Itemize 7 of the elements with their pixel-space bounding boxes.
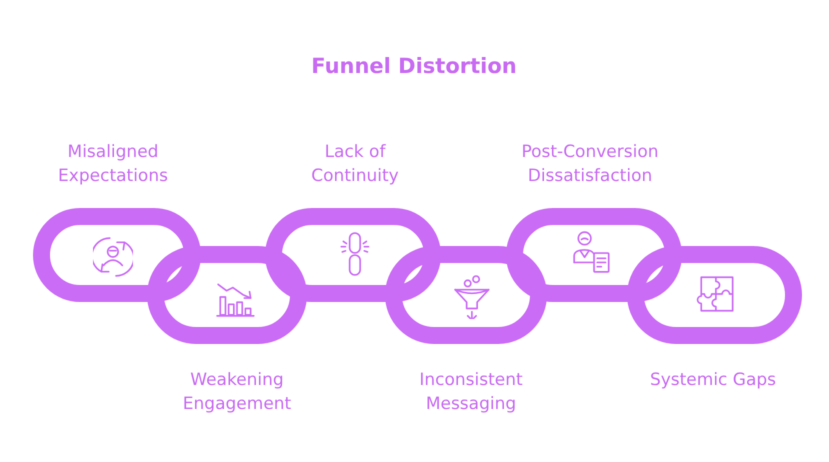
link-label: Misaligned Expectations [58, 142, 168, 186]
diagram-title: Funnel Distortion [311, 53, 517, 79]
link-label: Lack of Continuity [311, 142, 399, 186]
link-label: Inconsistent Messaging [419, 370, 523, 414]
link-label: Post-Conversion Dissatisfaction [521, 142, 658, 186]
link-label: Weakening Engagement [182, 370, 292, 414]
link-label: Systemic Gaps [650, 370, 776, 390]
